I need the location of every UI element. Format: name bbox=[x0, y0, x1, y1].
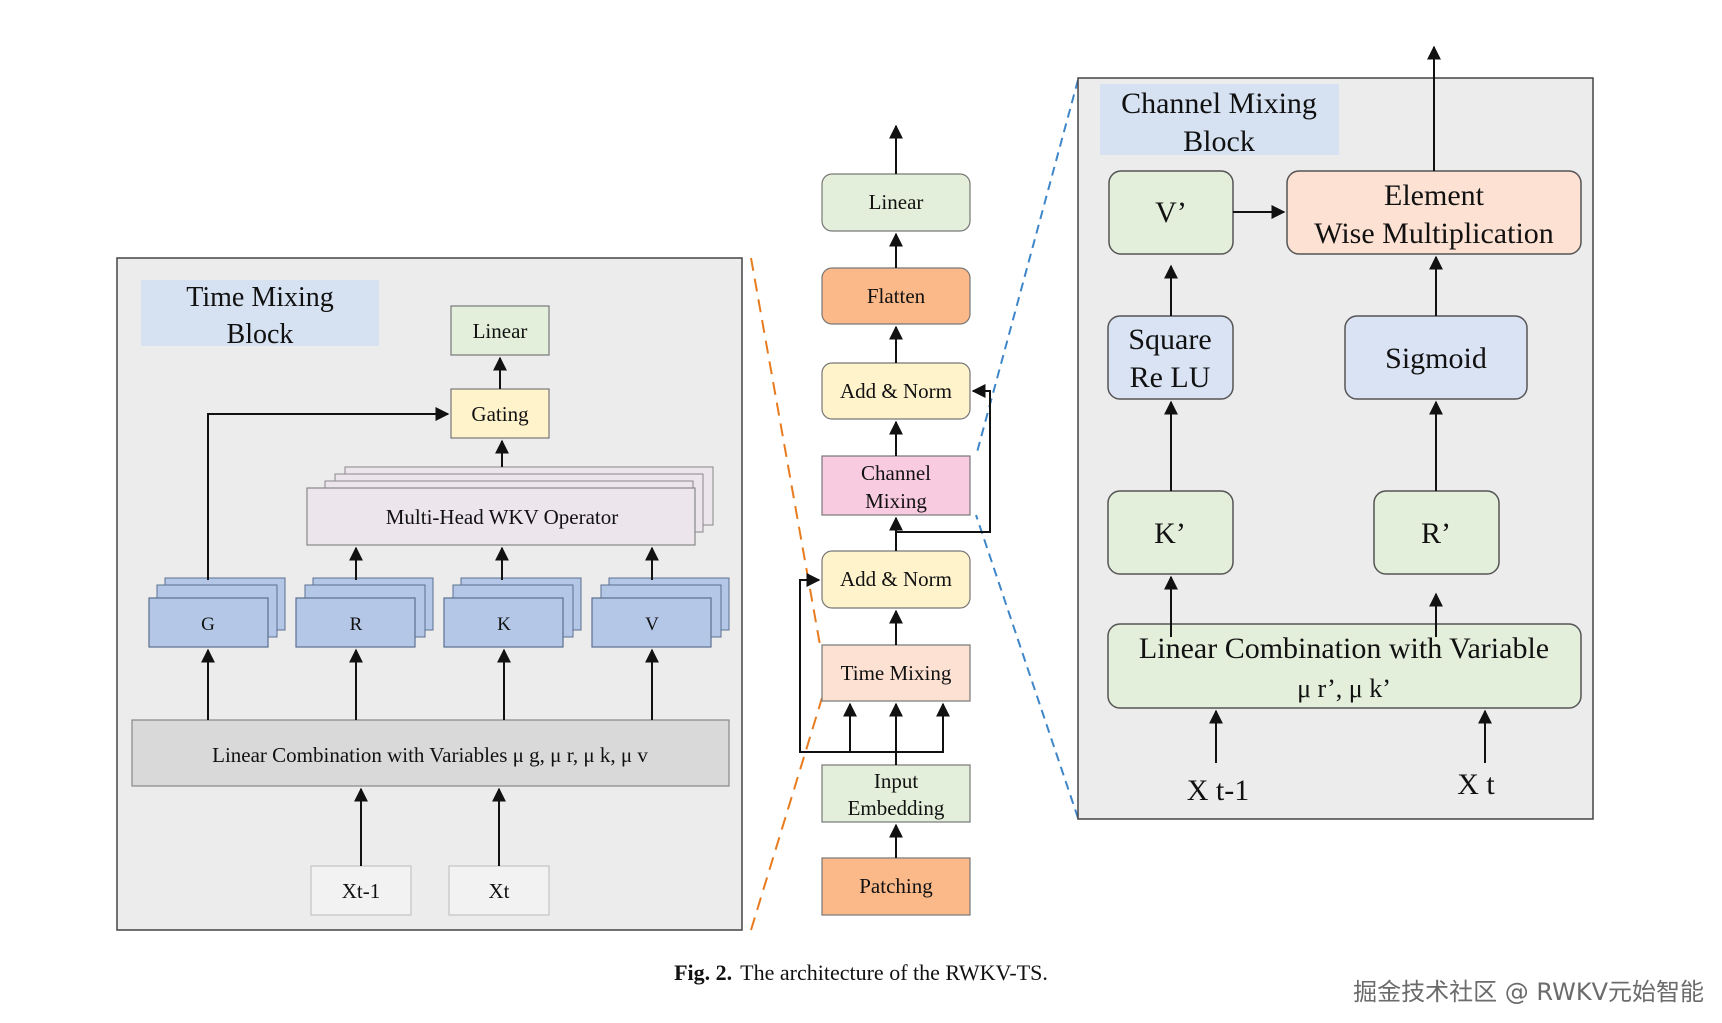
k-label: K bbox=[497, 614, 511, 635]
time-block-title-line1: Time Mixing bbox=[186, 282, 334, 313]
time-block-title-bg bbox=[141, 280, 379, 346]
channel-lincomb-line2: μ r’, μ k’ bbox=[1297, 674, 1391, 703]
wkv-operator-stack bbox=[306, 466, 714, 546]
channel-mixing-line2: Mixing bbox=[865, 489, 927, 513]
k-stack bbox=[443, 577, 582, 648]
time-lincomb-label: Linear Combination with Variables μ g, μ… bbox=[212, 743, 648, 767]
time-mixing-label: Time Mixing bbox=[841, 661, 952, 685]
g-label: G bbox=[201, 614, 215, 635]
v-label: V bbox=[645, 614, 659, 635]
input-embedding-line1: Input bbox=[874, 769, 918, 793]
wkv-operator-label: Multi-Head WKV Operator bbox=[386, 505, 619, 529]
v-stack bbox=[591, 577, 730, 648]
center-arrows bbox=[799, 124, 991, 858]
time-mixing-block: Time Mixing Block Linear Gating Multi-He… bbox=[116, 257, 743, 931]
caption-text: The architecture of the RWKV-TS. bbox=[740, 960, 1048, 985]
rprime-label: R’ bbox=[1421, 517, 1451, 550]
element-wise-line2: Wise Multiplication bbox=[1314, 217, 1554, 250]
channel-block-title-line1: Channel Mixing bbox=[1121, 87, 1317, 120]
channel-mixing-line1: Channel bbox=[861, 461, 931, 485]
channel-block-title-line2: Block bbox=[1183, 125, 1255, 158]
channel-block-arrows bbox=[1164, 45, 1492, 763]
element-wise-line1: Element bbox=[1384, 179, 1485, 212]
time-block-title-line2: Block bbox=[227, 319, 294, 350]
time-linear-box bbox=[450, 305, 550, 356]
channel-mixing-block: Channel Mixing Block V’ Element Wise Mul… bbox=[1077, 45, 1594, 820]
time-xt-box bbox=[448, 865, 550, 916]
square-relu-line2: Re LU bbox=[1130, 361, 1211, 394]
channel-xt-label: X t bbox=[1457, 768, 1495, 801]
time-gating-box bbox=[450, 388, 550, 439]
square-relu-line1: Square bbox=[1128, 323, 1211, 356]
time-gating-label: Gating bbox=[471, 402, 529, 426]
r-label: R bbox=[350, 614, 363, 635]
patching-label: Patching bbox=[859, 874, 933, 898]
addnorm-bottom-label: Add & Norm bbox=[840, 567, 952, 591]
flatten-label: Flatten bbox=[867, 284, 926, 308]
caption-label: Fig. 2. bbox=[674, 960, 733, 985]
input-embedding-line2: Embedding bbox=[848, 796, 945, 820]
sigmoid-label: Sigmoid bbox=[1385, 342, 1487, 375]
vprime-label: V’ bbox=[1155, 196, 1187, 229]
time-xt-label: Xt bbox=[489, 879, 510, 903]
channel-block-title-bg bbox=[1100, 84, 1339, 155]
time-lincomb-box bbox=[131, 719, 730, 787]
addnorm-top-label: Add & Norm bbox=[840, 379, 952, 403]
time-block-arrows bbox=[201, 356, 659, 866]
g-stack bbox=[148, 577, 286, 648]
watermark: 掘金技术社区 @ RWKV元始智能 bbox=[1353, 978, 1704, 1006]
channel-xt1-label: X t-1 bbox=[1187, 774, 1250, 807]
center-linear-label: Linear bbox=[869, 190, 924, 214]
center-stack: Linear Flatten Add & Norm Channel Mixing… bbox=[799, 124, 991, 916]
time-xt1-label: Xt-1 bbox=[342, 879, 381, 903]
figure-caption: Fig. 2. The architecture of the RWKV-TS. bbox=[0, 960, 1722, 986]
channel-mixing-box bbox=[821, 455, 971, 516]
r-stack bbox=[295, 577, 434, 648]
time-linear-label: Linear bbox=[473, 319, 528, 343]
channel-lincomb-line1: Linear Combination with Variable bbox=[1139, 632, 1549, 665]
kprime-label: K’ bbox=[1154, 517, 1186, 550]
input-embedding-box bbox=[821, 764, 971, 823]
channel-lincomb-box bbox=[1107, 623, 1582, 709]
time-mixing-box bbox=[821, 644, 971, 702]
